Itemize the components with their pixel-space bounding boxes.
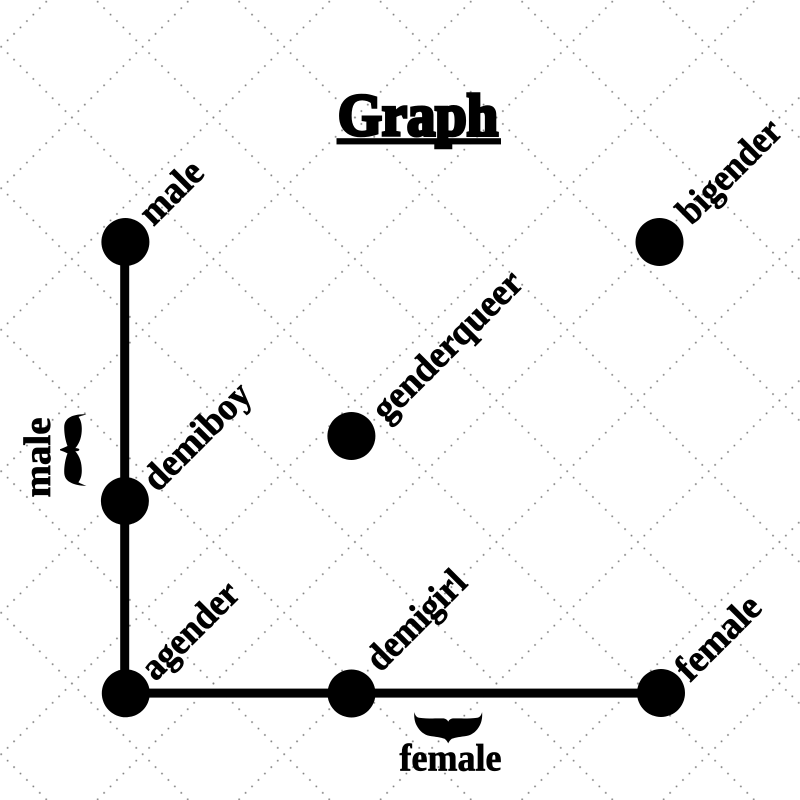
svg-text:Graph: Graph <box>338 82 498 148</box>
svg-text:female: female <box>400 738 502 780</box>
svg-text:male: male <box>17 418 59 498</box>
